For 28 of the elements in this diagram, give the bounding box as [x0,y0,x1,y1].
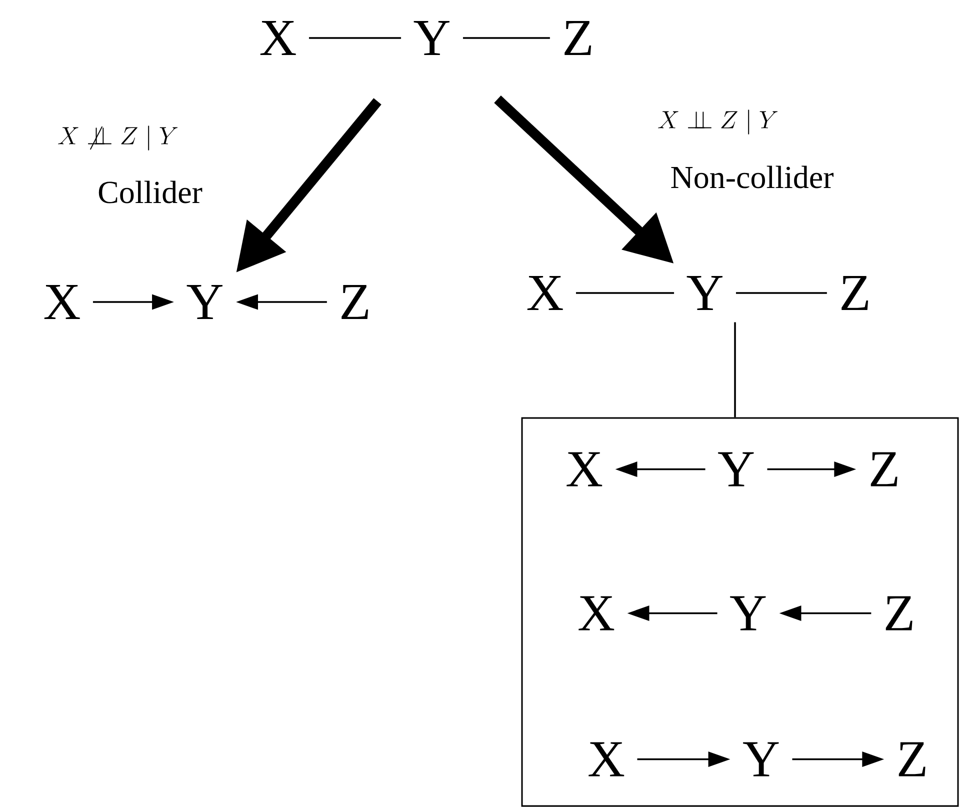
independence-formula: $X \perp\!\!\!\perp Z \mid Y$ [658,110,778,134]
variable-label: Z [898,742,926,776]
variable-label: Y [743,742,779,776]
variable-label: X [566,452,602,486]
variable-label: X [44,284,80,320]
variable-label: Z [886,596,912,630]
variable-label: Y [186,284,222,320]
variable-label: Y [730,596,766,630]
line [462,37,550,39]
variable-label: X [588,742,624,776]
variable-label: Y [686,276,722,310]
variable-label: Z [842,276,868,310]
line [734,322,736,418]
variable-label: Y [718,452,754,486]
group-box [521,417,959,807]
independence-formula: $X \not\perp\!\!\!\perp Z \mid Y$ [58,126,178,150]
variable-label: X [527,276,563,310]
variable-label: Z [564,20,592,56]
variable-label: Z [870,452,898,486]
line [576,292,674,294]
variable-label: Z [342,284,368,320]
variable-label: X [578,596,614,630]
line [308,37,402,39]
variable-label: Y [414,20,450,56]
caption-label: Non-collider [671,166,834,188]
line [736,292,827,294]
variable-label: X [260,20,296,56]
caption-label: Collider [98,180,202,204]
